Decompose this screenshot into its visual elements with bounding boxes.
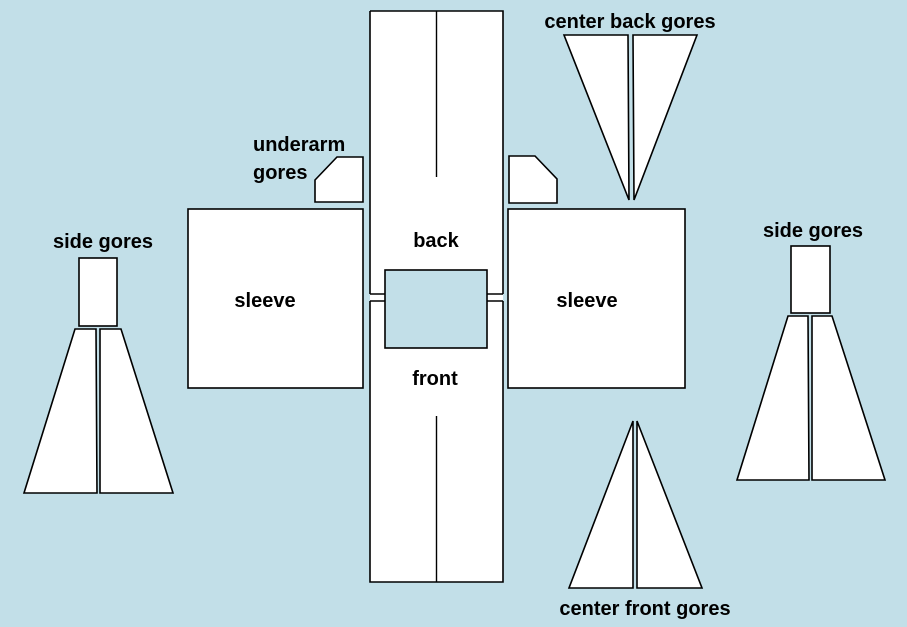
side-gores-right-label: side gores — [763, 220, 863, 242]
center-front-gores-label: center front gores — [559, 598, 730, 620]
underarm-gore-left — [314, 156, 364, 203]
sleeve-left-label: sleeve — [234, 290, 295, 312]
left-sleeve-group: underarm gores sleeve — [187, 134, 364, 389]
right-sleeve-group: sleeve — [507, 155, 686, 389]
underarm-gores-label-line1: underarm — [253, 134, 345, 156]
side-gores-right-group: side gores — [735, 220, 887, 481]
sleeve-right-label: sleeve — [556, 290, 617, 312]
underarm-gore-right — [508, 155, 558, 204]
neck-notch-left — [370, 293, 385, 302]
center-back-gore-a — [562, 34, 630, 201]
neck-opening — [384, 269, 488, 349]
side-gore-right-panel-a — [735, 315, 810, 481]
center-front-gore-b — [636, 420, 704, 589]
side-gore-right-top-piece — [790, 245, 831, 314]
back-label: back — [413, 230, 459, 252]
side-gore-left-panel-b — [99, 328, 175, 494]
side-gore-left-top-piece — [78, 257, 118, 327]
sleeve-right — [507, 208, 686, 389]
front-label: front — [412, 368, 458, 390]
center-front-gore-a — [567, 420, 634, 589]
neck-notch-right — [487, 293, 503, 302]
side-gores-left-group: side gores — [22, 231, 175, 494]
sleeve-left — [187, 208, 364, 389]
center-back-gore-b — [632, 34, 699, 201]
center-back-gores-group: center back gores — [544, 11, 716, 201]
side-gore-right-panel-b — [811, 315, 887, 481]
underarm-gores-label-line2: gores — [253, 162, 307, 184]
side-gore-left-panel-a — [22, 328, 98, 494]
body-piece-group: back front — [369, 10, 504, 583]
center-back-gores-label: center back gores — [544, 11, 715, 33]
center-front-gores-group: center front gores — [559, 420, 731, 620]
side-gores-left-label: side gores — [53, 231, 153, 253]
